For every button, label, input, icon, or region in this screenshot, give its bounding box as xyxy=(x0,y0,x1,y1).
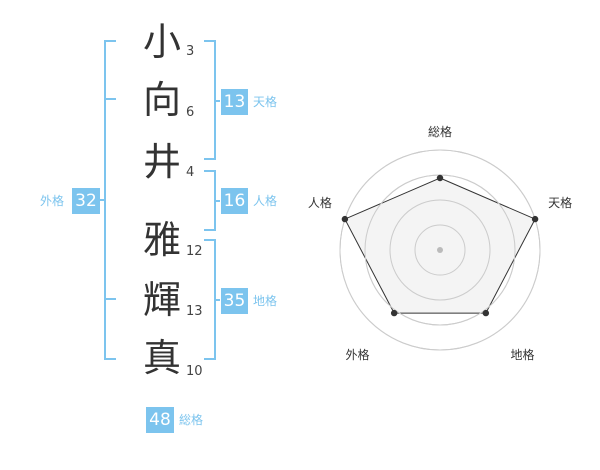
tenkaku-label: 天格 xyxy=(253,95,278,109)
radar-ring-overlay-2 xyxy=(389,199,491,301)
chikaku-bracket xyxy=(204,239,220,360)
radar-center xyxy=(437,247,443,253)
stroke-count-3: 4 xyxy=(186,165,195,180)
jinkaku-label: 人格 xyxy=(253,194,278,208)
name-char-1: 小 xyxy=(142,20,181,64)
radar-polygon xyxy=(344,177,536,314)
radar-axis-label-5: 人格 xyxy=(308,195,332,210)
tenkaku-value-badge: 13 xyxy=(221,89,248,115)
stroke-count-6: 10 xyxy=(186,364,203,379)
soukaku-value-badge: 48 xyxy=(146,407,174,433)
radar-point-4 xyxy=(390,309,398,317)
radar-point-1 xyxy=(436,174,444,182)
name-char-2: 向 xyxy=(142,78,181,122)
gaikaku-value-badge: 32 xyxy=(72,188,100,214)
radar-point-3 xyxy=(482,309,490,317)
tenkaku-bracket xyxy=(204,40,220,160)
radar-ring-overlay-1 xyxy=(414,224,466,276)
radar-axis-label-2: 天格 xyxy=(548,195,572,210)
radar-point-5 xyxy=(341,215,349,223)
name-char-3: 井 xyxy=(142,140,181,184)
gaikaku-label: 外格 xyxy=(40,194,65,208)
jinkaku-bracket xyxy=(204,170,220,231)
gaikaku-bracket xyxy=(100,40,116,360)
radar-axis-label-3: 地格 xyxy=(511,347,535,362)
stroke-count-4: 12 xyxy=(186,244,203,259)
soukaku-label: 総格 xyxy=(179,413,204,427)
chikaku-label: 地格 xyxy=(253,294,278,308)
name-char-4: 雅 xyxy=(142,218,181,262)
radar-axis-label-1: 総格 xyxy=(428,124,452,139)
radar-ring-overlay-4 xyxy=(339,149,541,351)
name-char-6: 真 xyxy=(142,336,181,380)
radar-axis-label-4: 外格 xyxy=(345,347,369,362)
stroke-count-2: 6 xyxy=(186,105,195,120)
jinkaku-value-badge: 16 xyxy=(221,188,248,214)
stroke-count-5: 13 xyxy=(186,304,203,319)
name-char-5: 輝 xyxy=(142,278,181,322)
chikaku-value-badge: 35 xyxy=(221,288,248,314)
radar-point-2 xyxy=(531,215,539,223)
stroke-count-1: 3 xyxy=(186,44,195,59)
